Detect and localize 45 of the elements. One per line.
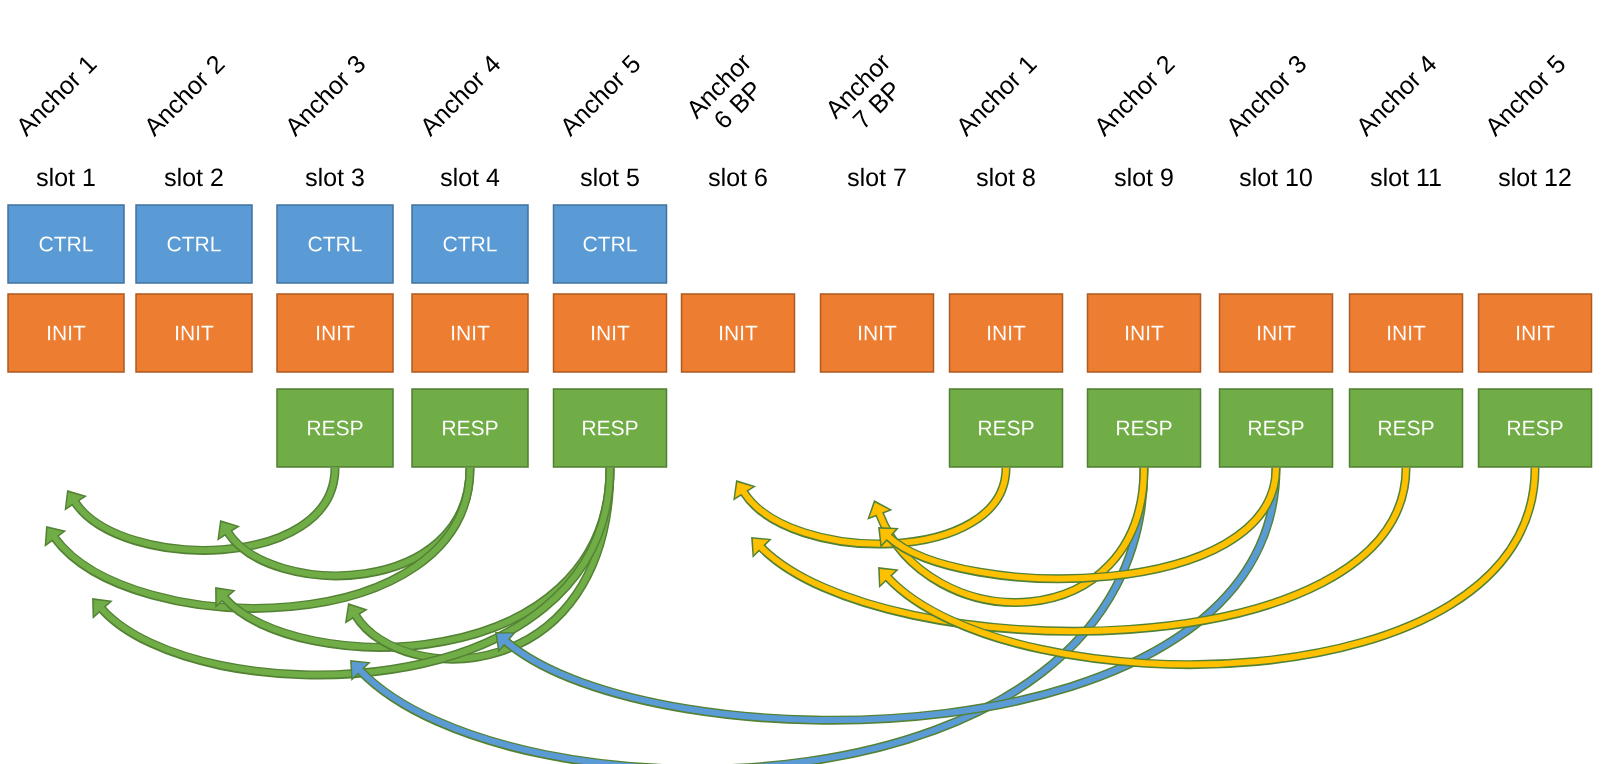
message-box: INIT <box>552 293 668 373</box>
message-box: CTRL <box>276 204 394 284</box>
message-box: INIT <box>819 293 935 373</box>
slot-label: slot 4 <box>440 167 500 187</box>
slot-label: slot 5 <box>580 167 639 187</box>
message-box: INIT <box>1477 293 1593 373</box>
slot-label: slot 10 <box>1239 167 1312 187</box>
slot-label: slot 12 <box>1498 167 1571 187</box>
message-box: INIT <box>948 293 1064 373</box>
slot-label: slot 11 <box>1370 167 1441 187</box>
message-box: RESP <box>948 388 1064 468</box>
slot-label: slot 7 <box>847 167 906 187</box>
message-box: CTRL <box>135 204 253 284</box>
message-box: CTRL <box>552 204 668 284</box>
message-box: RESP <box>276 388 394 468</box>
curved-arrow <box>44 467 475 613</box>
message-box: INIT <box>1348 293 1464 373</box>
message-box: RESP <box>1348 388 1464 468</box>
message-box: RESP <box>552 388 668 468</box>
curved-arrow <box>751 466 1411 636</box>
message-box: INIT <box>411 293 529 373</box>
message-box: RESP <box>1218 388 1334 468</box>
slot-label: slot 8 <box>976 167 1035 187</box>
message-box: INIT <box>1218 293 1334 373</box>
slot-label: slot 3 <box>305 167 364 187</box>
message-box: INIT <box>1086 293 1202 373</box>
slot-label: slot 6 <box>708 167 767 187</box>
message-box: CTRL <box>7 204 125 284</box>
curved-arrow <box>878 466 1281 584</box>
message-box: RESP <box>1086 388 1202 468</box>
message-box: INIT <box>7 293 125 373</box>
message-box: RESP <box>411 388 529 468</box>
message-box: INIT <box>680 293 796 373</box>
slot-label: slot 2 <box>164 167 223 187</box>
curved-arrow <box>733 466 1011 549</box>
message-box: CTRL <box>411 204 529 284</box>
curved-arrow <box>64 466 340 555</box>
curved-arrow <box>878 466 1540 669</box>
curved-arrow <box>92 467 615 680</box>
message-box: INIT <box>276 293 394 373</box>
message-box: INIT <box>135 293 253 373</box>
slot-label: slot 1 <box>36 167 95 187</box>
slot-label: slot 9 <box>1114 167 1173 187</box>
message-box: RESP <box>1477 388 1593 468</box>
curved-arrow <box>867 467 1149 607</box>
